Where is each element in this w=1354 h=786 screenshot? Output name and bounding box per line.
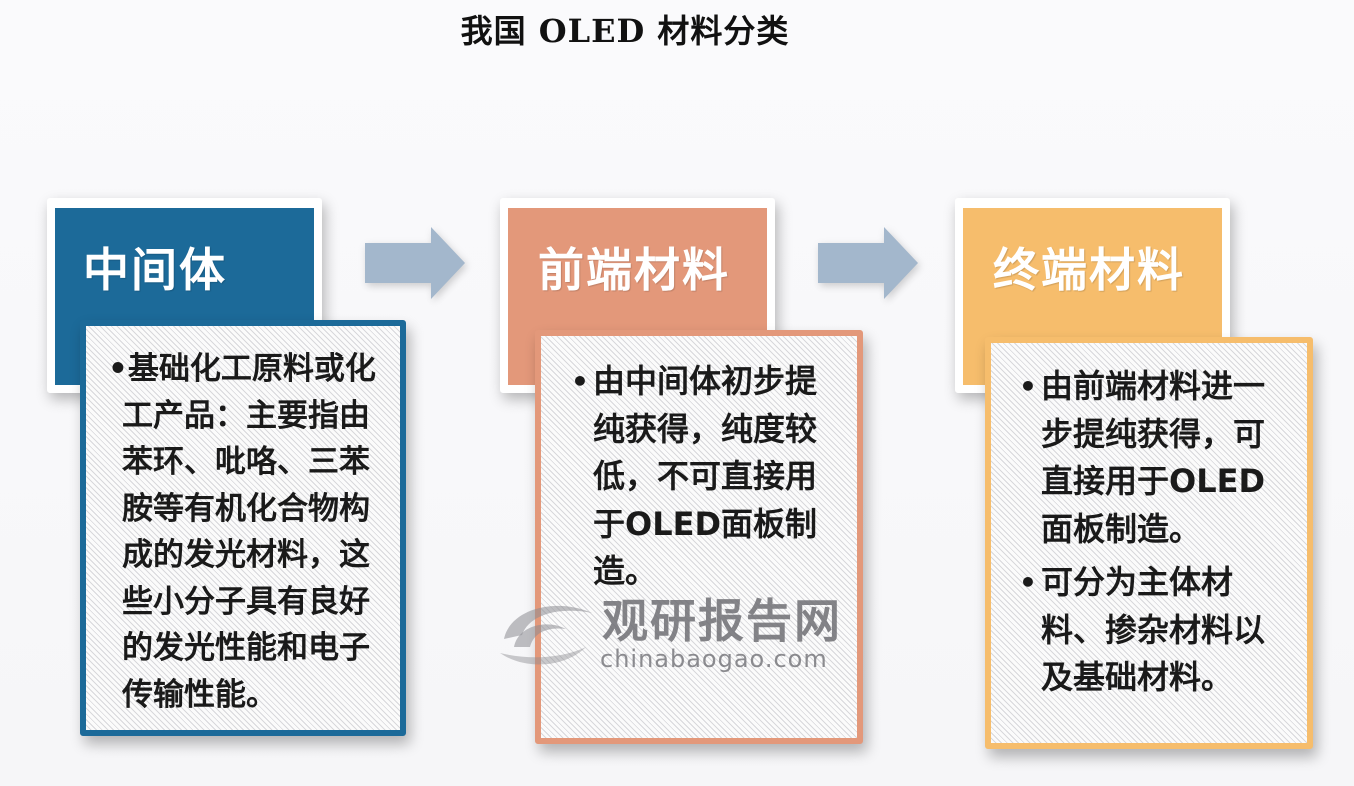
- right-arrow-icon: [365, 227, 465, 299]
- text-line: 些小分子具有良好: [122, 583, 370, 620]
- bullet-dot: •: [571, 365, 589, 398]
- text-line: 低，不可直接用: [593, 457, 818, 495]
- text-line: 可分为主体材: [1041, 563, 1234, 601]
- text-line: 料、掺杂材料以: [1041, 610, 1266, 649]
- text-line: 苯环、吡咯、三苯: [122, 444, 370, 480]
- right-arrow-icon: [818, 227, 918, 299]
- bullet-text: •基础化工原料或化 工产品：主要指由 苯环、吡咯、三苯 胺等有机化合物构 成的发…: [108, 346, 400, 718]
- text-line: 由前端材料进一: [1041, 367, 1266, 405]
- text-line: 由中间体初步提: [593, 362, 818, 400]
- text-line: 面板制造。: [1041, 509, 1202, 548]
- bullet-dot: •: [1019, 370, 1037, 403]
- text-line: 胺等有机化合物构: [122, 490, 370, 527]
- stage-label-intermediate: 中间体: [83, 243, 227, 297]
- text-line: 成的发光材料，这: [122, 537, 370, 573]
- stage-card-intermediate: •基础化工原料或化 工产品：主要指由 苯环、吡咯、三苯 胺等有机化合物构 成的发…: [80, 320, 406, 736]
- text-line: 步提纯获得，可: [1041, 414, 1266, 453]
- stage-card-front-end: • 由中间体初步提 纯获得，纯度较 低，不可直接用 于OLED面板制 造。: [535, 330, 863, 744]
- bullet-dot: •: [1019, 566, 1037, 599]
- text-line: 造。: [593, 552, 658, 590]
- text-line: 工产品：主要指由: [122, 397, 370, 434]
- stage-label-terminal: 终端材料: [993, 243, 1185, 297]
- text-line: 直接用于OLED: [1041, 462, 1266, 500]
- text-line: 于OLED面板制: [593, 504, 818, 543]
- bullet-text-1: • 由前端材料进一 步提纯获得，可 直接用于OLED 面板制造。: [1019, 363, 1307, 553]
- bullet-text-2: • 可分为主体材 料、掺杂材料以 及基础材料。: [1019, 559, 1307, 702]
- diagram-title: 我国 OLED 材料分类: [460, 12, 790, 50]
- text-line: 的发光性能和电子: [122, 630, 370, 666]
- text-line: •基础化工原料或化: [108, 351, 376, 387]
- stage-label-front-end: 前端材料: [538, 243, 730, 297]
- stage-card-terminal: • 由前端材料进一 步提纯获得，可 直接用于OLED 面板制造。 • 可分为主体…: [985, 337, 1313, 749]
- text-line: 传输性能。: [122, 676, 277, 713]
- text-line: 纯获得，纯度较: [593, 409, 818, 448]
- text-line: 及基础材料。: [1041, 658, 1234, 696]
- bullet-text: • 由中间体初步提 纯获得，纯度较 低，不可直接用 于OLED面板制 造。: [571, 358, 857, 596]
